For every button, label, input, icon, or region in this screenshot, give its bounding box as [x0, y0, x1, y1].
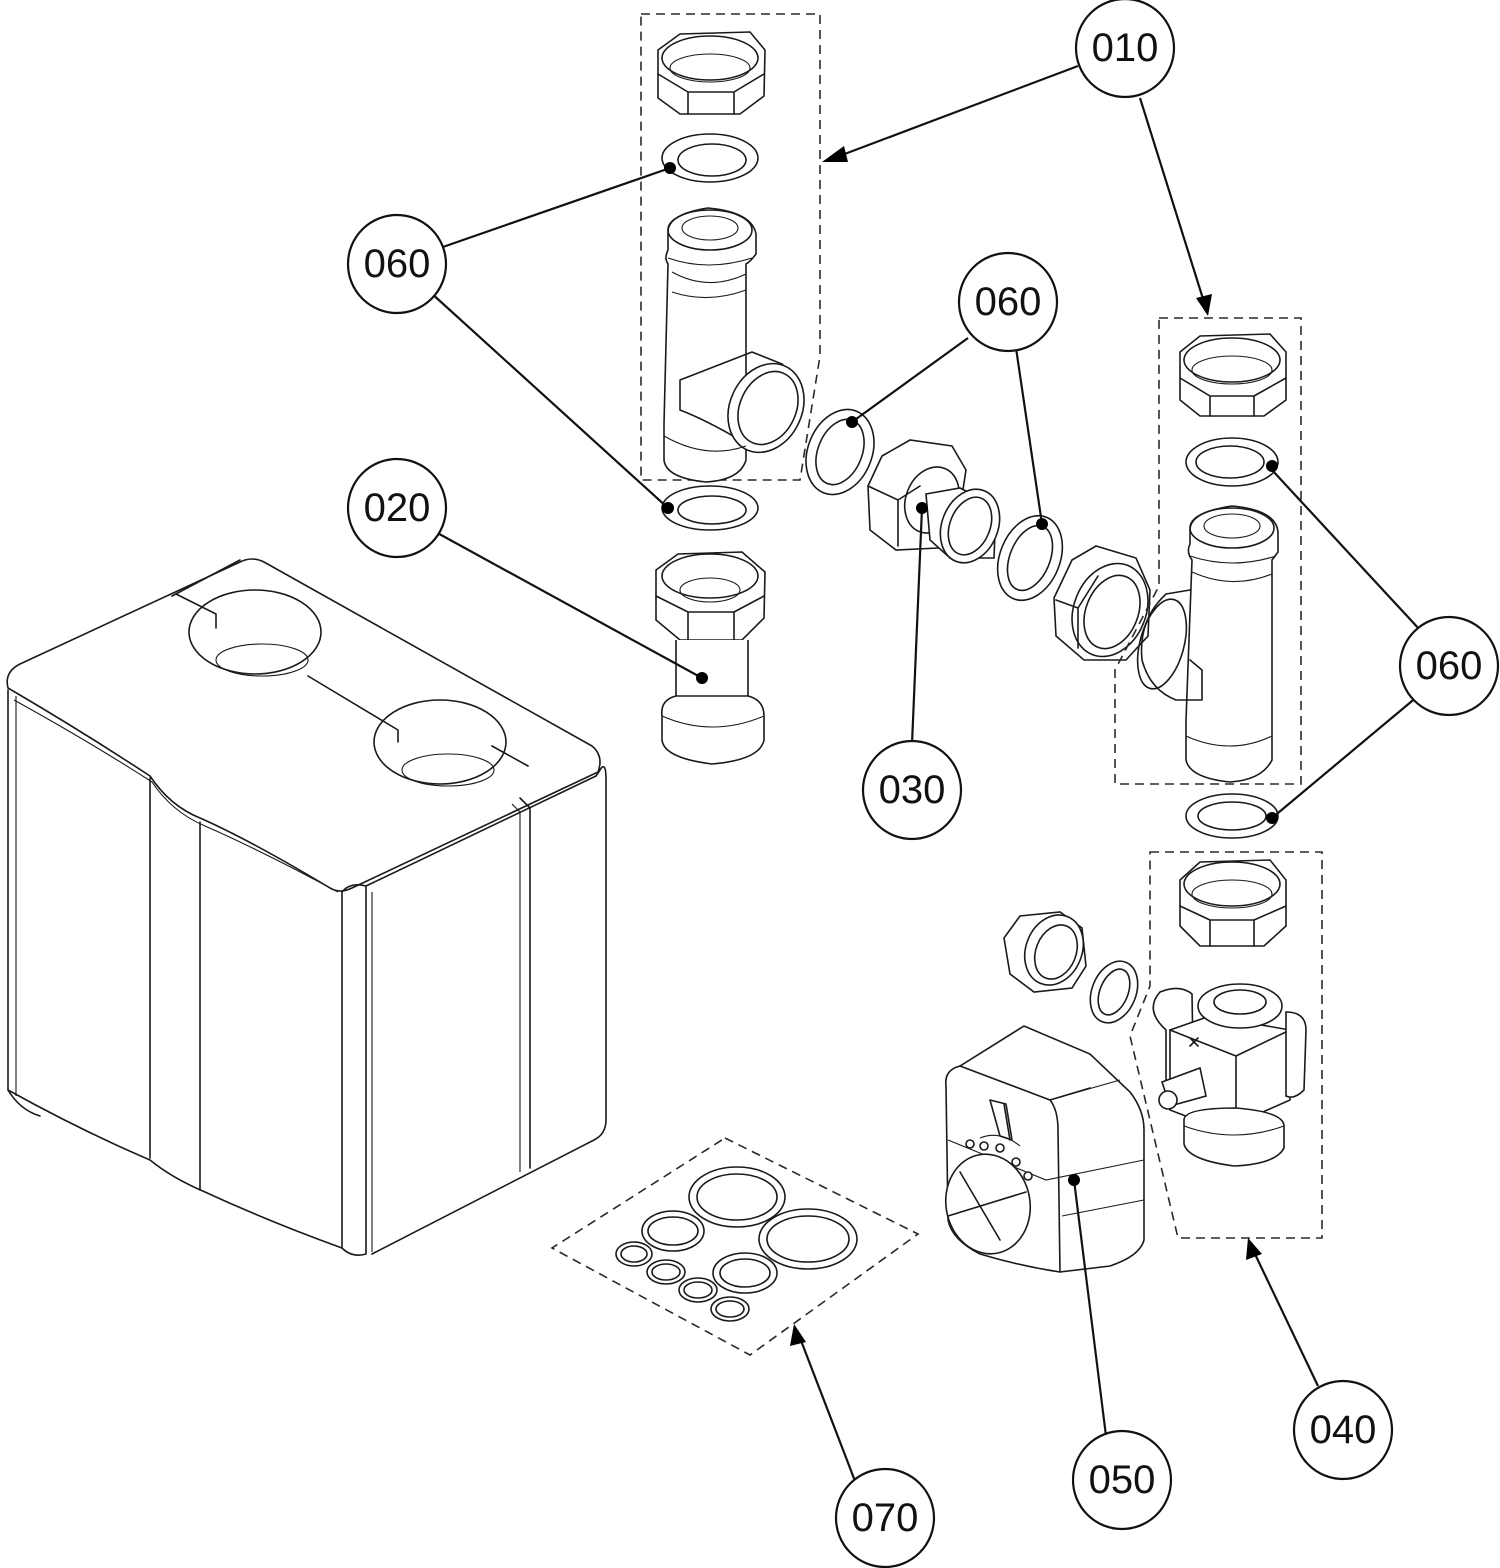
flat-gasket-mid-2: [996, 514, 1064, 602]
callout-label: 030: [879, 768, 946, 812]
callout-label: 040: [1310, 1408, 1377, 1452]
leader-lines: [429, 64, 1421, 1495]
tee-fitting-left-group: [640, 13, 821, 483]
callout-020[interactable]: 020: [346, 457, 448, 559]
callout-030[interactable]: 030: [861, 739, 963, 841]
mixing-valve: [1152, 983, 1307, 1167]
callout-label: 060: [1416, 644, 1483, 688]
valve-actuator: [944, 1025, 1145, 1273]
o-ring-kit: [550, 1137, 920, 1356]
union-nut-valve: [1179, 859, 1287, 947]
tee-fitting-right-group: [1114, 317, 1302, 785]
callout-060-right[interactable]: 060: [1398, 615, 1500, 717]
union-nut: [657, 31, 766, 115]
tee-fitting-left: [663, 207, 805, 483]
flat-gasket: [661, 485, 759, 531]
callout-label: 060: [364, 242, 431, 286]
callout-label: 010: [1092, 26, 1159, 70]
union-nut-mid: [1053, 545, 1151, 661]
small-gasket: [1089, 960, 1139, 1024]
callout-label: 070: [852, 1496, 919, 1540]
flat-gasket-right-lower: [1185, 793, 1279, 839]
callout-label: 060: [975, 280, 1042, 324]
union-nipple: [867, 439, 1001, 564]
callout-040[interactable]: 040: [1292, 1379, 1394, 1481]
straight-fitting: [655, 551, 766, 765]
callout-label: 050: [1089, 1458, 1156, 1502]
callout-010[interactable]: 010: [1074, 0, 1176, 99]
insulation-shell: [6, 558, 607, 1256]
callout-label: 020: [364, 486, 431, 530]
callout-070[interactable]: 070: [834, 1467, 936, 1568]
callout-060-mid[interactable]: 060: [957, 251, 1059, 353]
small-union-nut: [1003, 911, 1087, 993]
union-nut-right: [1179, 333, 1287, 417]
callout-060-left[interactable]: 060: [346, 213, 448, 315]
callout-050[interactable]: 050: [1071, 1429, 1173, 1531]
mixing-valve-group: [1003, 851, 1323, 1239]
tee-fitting-right: [1136, 505, 1279, 783]
